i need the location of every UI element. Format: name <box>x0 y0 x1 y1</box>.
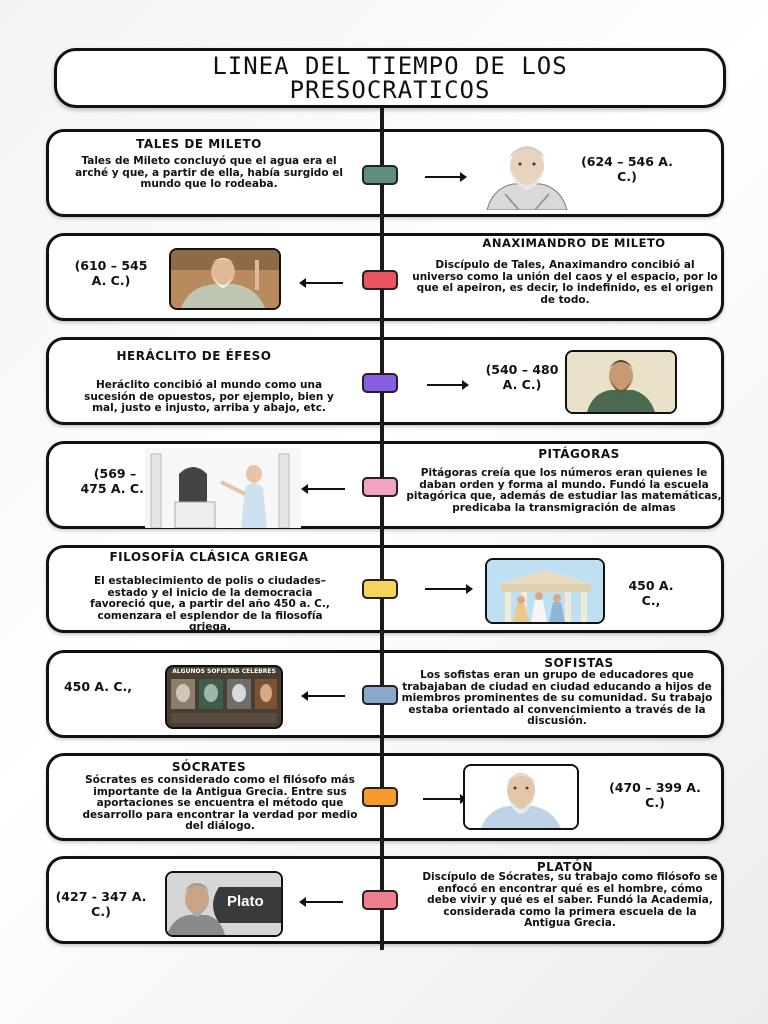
event-date: (427 - 347 A. C.) <box>55 889 147 919</box>
anaximander-photo-image <box>169 248 281 310</box>
event-description: El establecimiento de polis o ciudades–e… <box>90 575 330 633</box>
timeline-card-pitagoras: (569 – 475 A. C.) PITÁGORAS Pitágoras cr… <box>46 441 724 529</box>
timeline-node <box>362 477 398 497</box>
timeline-node <box>362 890 398 910</box>
greek-philosophers-scene-image <box>485 558 605 624</box>
event-title: FILOSOFÍA CLÁSICA GRIEGA <box>109 550 309 564</box>
event-date: (624 – 546 A. C.) <box>581 154 673 184</box>
arrow-right-icon <box>425 172 467 182</box>
pythagoras-illustration-image <box>145 448 301 528</box>
event-title: ANAXIMANDRO DE MILETO <box>482 236 666 250</box>
arrow-left-icon <box>299 278 343 288</box>
event-title: PLATÓN <box>536 860 594 874</box>
event-title: SÓCRATES <box>171 760 247 774</box>
event-title: SOFISTAS <box>544 656 614 670</box>
event-description: Pitágoras creía que los números eran qui… <box>406 467 722 514</box>
timeline-node <box>362 373 398 393</box>
event-date: (470 – 399 A. C.) <box>609 780 701 810</box>
sophists-collage-caption: ALGUNOS SOFISTAS CELEBRES <box>172 668 276 675</box>
timeline-node <box>362 787 398 807</box>
title-banner: LINEA DEL TIEMPO DE LOS PRESOCRATICOS <box>54 48 726 108</box>
page-title: LINEA DEL TIEMPO DE LOS PRESOCRATICOS <box>212 52 568 104</box>
event-date: 450 A. C., <box>628 578 674 608</box>
timeline-node <box>362 270 398 290</box>
heraclitus-painting-image <box>565 350 677 414</box>
event-description: Heráclito concibió al mundo como una suc… <box>84 379 334 414</box>
arrow-right-icon <box>423 794 467 804</box>
event-date: (569 – 475 A. C.) <box>80 466 150 496</box>
event-description: Sócrates es considerado como el filósofo… <box>82 774 358 832</box>
event-title: TALES DE MILETO <box>136 137 262 151</box>
timeline-node <box>362 685 398 705</box>
plato-caption: Plato <box>227 893 264 910</box>
timeline-card-tales: TALES DE MILETO Tales de Mileto concluyó… <box>46 129 724 217</box>
event-description: Tales de Mileto concluyó que el agua era… <box>75 155 343 190</box>
arrow-left-icon <box>301 691 345 701</box>
socrates-portrait-image <box>463 764 579 830</box>
arrow-right-icon <box>425 584 473 594</box>
philosopher-portrait-image <box>479 138 575 210</box>
arrow-right-icon <box>427 380 469 390</box>
event-date: 450 A. C., <box>63 679 133 694</box>
event-date: (610 – 545 A. C.) <box>74 258 148 288</box>
event-date: (540 – 480 A. C.) <box>485 362 559 392</box>
arrow-left-icon <box>301 484 345 494</box>
event-description: Discípulo de Tales, Anaximandro concibió… <box>412 259 718 306</box>
timeline-axis <box>380 108 384 950</box>
event-title: HERÁCLITO DE ÉFESO <box>116 349 272 363</box>
sophists-collage-image: ALGUNOS SOFISTAS CELEBRES <box>165 665 283 729</box>
timeline-node <box>362 165 398 185</box>
event-description: Discípulo de Sócrates, su trabajo como f… <box>422 871 718 929</box>
arrow-left-icon <box>299 897 343 907</box>
timeline-node <box>362 579 398 599</box>
event-title: PITÁGORAS <box>538 447 620 461</box>
plato-portrait-image: Plato <box>165 871 283 937</box>
event-description: Los sofistas eran un grupo de educadores… <box>401 669 713 727</box>
